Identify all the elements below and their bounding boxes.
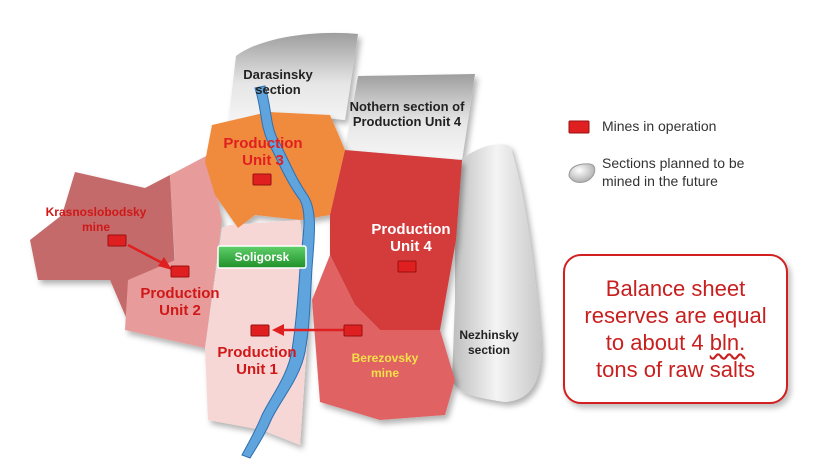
region-label-line: section — [468, 343, 510, 357]
mine-markers — [107, 173, 417, 337]
callout-bln: bln. — [709, 330, 746, 355]
mine-marker-icon — [170, 265, 190, 278]
region-unit4 — [330, 150, 462, 330]
region-label-line: Unit 4 — [390, 238, 432, 255]
region-unit2 — [125, 155, 222, 348]
region-nezhinsky — [452, 144, 542, 402]
region-label-line: Production — [371, 221, 450, 238]
future-section-icon — [568, 163, 596, 183]
mine-marker-icon — [568, 120, 590, 134]
callout-line-3-prefix: to about 4 — [605, 330, 710, 355]
city-label-soligorsk: Soligorsk — [217, 245, 307, 269]
mine-marker-icon — [252, 173, 272, 186]
callout-line-2: reserves are equal — [584, 303, 767, 328]
reserves-text: Balance sheet reserves are equal to abou… — [584, 275, 766, 383]
callout-line-3: to about 4 bln. — [584, 329, 766, 356]
region-label-line: Unit 1 — [236, 361, 278, 378]
mine-marker-icon — [343, 324, 363, 337]
region-northern — [345, 74, 475, 160]
region-label-line: Unit 3 — [242, 152, 284, 169]
region-label-line: Unit 2 — [159, 302, 201, 319]
region-label-line: Nothern section of — [350, 99, 466, 114]
mine-marker-icon — [107, 234, 127, 247]
reserves-callout: Balance sheet reserves are equal to abou… — [563, 254, 788, 404]
region-label-line: section — [255, 82, 301, 97]
legend-mines-label: Mines in operation — [602, 118, 717, 134]
region-label-line: Nezhinsky — [459, 328, 519, 342]
region-berezovsky — [312, 255, 455, 420]
region-label-line: Production Unit 4 — [353, 114, 462, 129]
region-label-line: mine — [371, 366, 399, 380]
region-label-line: Production — [223, 135, 302, 152]
region-label-line: mine — [82, 220, 110, 234]
arrow-berezovsky-to-unit1 — [272, 324, 344, 336]
callout-line-4: tons of raw salts — [596, 357, 755, 382]
region-label-line: Production — [217, 344, 296, 361]
river-icon — [241, 85, 315, 459]
arrow-krasnoslobodsky-to-unit2 — [127, 243, 172, 270]
region-label-line: Darasinsky — [243, 67, 313, 82]
legend-future-label: Sections planned to be mined in the futu… — [602, 155, 745, 189]
mine-marker-icon — [397, 260, 417, 273]
callout-line-1: Balance sheet — [605, 276, 746, 301]
mine-marker-icon — [250, 324, 270, 337]
svg-text:Soligorsk: Soligorsk — [235, 250, 290, 264]
region-label-line: Krasnoslobodsky — [46, 205, 147, 219]
region-label-line: Production — [140, 285, 219, 302]
region-label-line: Berezovsky — [352, 351, 419, 365]
region-unit3 — [205, 112, 345, 228]
